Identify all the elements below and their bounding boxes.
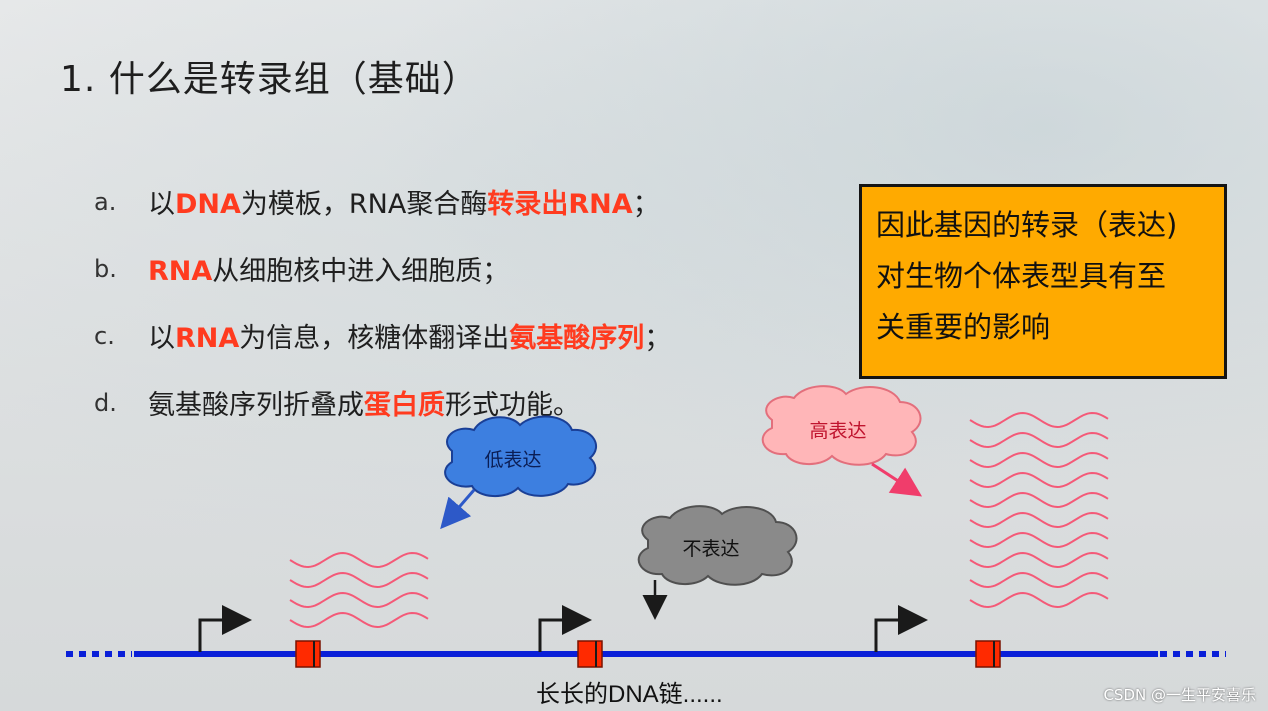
promoter-arrow-icon bbox=[538, 605, 592, 652]
low-expression-label: 低表达 bbox=[484, 449, 541, 471]
bullet-text-part: 氨基酸序列折叠成 bbox=[148, 390, 364, 421]
note-line: 因此基因的转录（表达) bbox=[876, 208, 1178, 242]
bullet-marker: d. bbox=[94, 388, 117, 417]
arrow-icon bbox=[440, 489, 476, 530]
bullet-marker: b. bbox=[94, 254, 117, 283]
note-box: 因此基因的转录（表达) 对生物个体表型具有至 关重要的影响 bbox=[859, 184, 1227, 379]
bullet-item: d. 氨基酸序列折叠成蛋白质形式功能。 bbox=[94, 369, 834, 436]
note-line: 对生物个体表型具有至 bbox=[876, 259, 1167, 293]
bullet-text: 氨基酸序列折叠成蛋白质形式功能。 bbox=[148, 383, 580, 422]
rna-wave bbox=[969, 411, 1109, 429]
gene-marker bbox=[295, 640, 321, 668]
rna-wave bbox=[969, 451, 1109, 469]
bullet-text-part: 以 bbox=[148, 189, 175, 220]
rna-waves-high bbox=[969, 411, 1109, 609]
rna-wave bbox=[289, 591, 429, 609]
rna-wave bbox=[289, 551, 429, 569]
emphasis-text: 氨基酸序列 bbox=[509, 323, 645, 354]
no-expression-cloud: 不表达 bbox=[637, 505, 798, 586]
bullet-text-part: 为模板，RNA聚合酶 bbox=[240, 189, 488, 220]
bullet-list: a.以DNA为模板，RNA聚合酶转录出RNA；b.RNA从细胞核中进入细胞质；c… bbox=[94, 168, 834, 436]
gene-marker bbox=[577, 640, 603, 668]
bullet-marker: a. bbox=[94, 187, 117, 216]
bullet-text-part: ； bbox=[644, 323, 672, 354]
emphasis-text: DNA bbox=[175, 189, 241, 220]
bullet-text-part: ； bbox=[632, 189, 660, 220]
rna-wave bbox=[289, 571, 429, 589]
promoter-arrow-icon bbox=[198, 605, 252, 652]
high-expression-cloud: 高表达 bbox=[761, 385, 922, 466]
bullet-text-part: 形式功能。 bbox=[445, 390, 580, 421]
bullet-text: 以DNA为模板，RNA聚合酶转录出RNA； bbox=[148, 182, 660, 221]
bullet-text-part: 从细胞核中进入细胞质； bbox=[212, 256, 510, 287]
high-expression-label: 高表达 bbox=[809, 420, 866, 442]
rna-wave bbox=[969, 431, 1109, 449]
bullet-text-part: 为信息，核糖体翻译出 bbox=[239, 323, 510, 354]
promoter-arrow-icon bbox=[874, 605, 928, 652]
bullet-text-part: 以 bbox=[148, 323, 175, 354]
watermark: CSDN @一生平安喜乐 bbox=[1103, 686, 1256, 704]
emphasis-text: 蛋白质 bbox=[364, 390, 445, 421]
bullet-item: c. 以RNA为信息，核糖体翻译出氨基酸序列； bbox=[94, 302, 834, 369]
rna-wave bbox=[969, 491, 1109, 509]
bullet-item: a. 以DNA为模板，RNA聚合酶转录出RNA； bbox=[94, 168, 834, 235]
bullet-text: RNA从细胞核中进入细胞质； bbox=[148, 249, 509, 288]
dna-caption: 长长的DNA链...... bbox=[536, 681, 723, 708]
rna-wave bbox=[969, 551, 1109, 569]
emphasis-text: RNA bbox=[148, 256, 213, 287]
rna-wave bbox=[969, 511, 1109, 529]
rna-waves-low bbox=[289, 551, 429, 629]
rna-wave bbox=[969, 531, 1109, 549]
rna-wave bbox=[289, 611, 429, 629]
rna-wave bbox=[969, 571, 1109, 589]
bullet-item: b. RNA从细胞核中进入细胞质； bbox=[94, 235, 834, 302]
gene-marker bbox=[975, 640, 1001, 668]
rna-wave bbox=[969, 591, 1109, 609]
bullet-text: 以RNA为信息，核糖体翻译出氨基酸序列； bbox=[148, 316, 671, 355]
no-expression-label: 不表达 bbox=[682, 538, 739, 560]
note-line: 关重要的影响 bbox=[876, 310, 1051, 344]
emphasis-text: RNA bbox=[175, 323, 240, 354]
rna-wave bbox=[969, 471, 1109, 489]
low-expression-cloud: 低表达 bbox=[444, 415, 597, 497]
emphasis-text: 转录出RNA bbox=[487, 189, 633, 220]
bullet-marker: c. bbox=[94, 321, 115, 350]
slide-title: 1. 什么是转录组（基础） bbox=[60, 59, 479, 100]
arrow-icon bbox=[871, 462, 923, 497]
